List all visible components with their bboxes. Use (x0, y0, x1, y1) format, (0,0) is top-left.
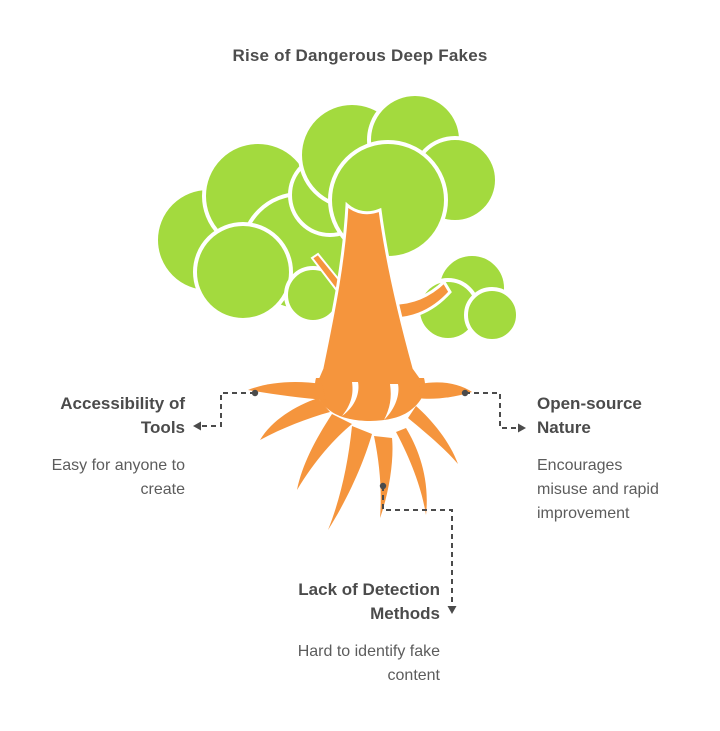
factor-open-source-nature: Open-source Nature Encourages misuse and… (537, 392, 671, 526)
connector-left-line (200, 392, 255, 427)
tree-root (248, 382, 326, 400)
factor-heading: Accessibility of Tools (60, 394, 185, 437)
connector-lines (200, 392, 518, 606)
factor-description: Encourages misuse and rapid improvement (537, 457, 659, 522)
connector-bottom-line (382, 486, 453, 606)
connector-right-dot (461, 389, 469, 397)
factor-description: Easy for anyone to create (51, 457, 185, 498)
connector-markers (193, 389, 526, 614)
factor-heading: Lack of Detection Methods (298, 580, 440, 623)
factor-heading: Open-source Nature (537, 394, 642, 437)
tree-root (328, 426, 372, 530)
connector-right-line (465, 392, 518, 429)
factor-description: Hard to identify fake content (297, 643, 440, 684)
connector-left-dot (251, 389, 259, 397)
factor-lack-of-detection-methods: Lack of Detection Methods Hard to identi… (280, 578, 440, 688)
tree-root (297, 414, 352, 490)
factor-accessibility-of-tools: Accessibility of Tools Easy for anyone t… (20, 392, 185, 502)
root-crown-gaps (342, 382, 399, 420)
tree-trunk (313, 201, 427, 384)
tree-root (396, 428, 427, 515)
tree-root-crown (314, 378, 426, 421)
tree-root (408, 406, 458, 464)
tree-root (418, 382, 472, 399)
page-title: Rise of Dangerous Deep Fakes (232, 46, 488, 65)
tree-root (260, 398, 330, 440)
connector-bottom-dot (379, 482, 387, 490)
tree-trunk-roots (248, 201, 472, 530)
connector-bottom-arrow (447, 606, 457, 614)
connector-right-arrow (518, 423, 526, 433)
tree-root (374, 436, 393, 518)
connector-left-arrow (193, 421, 201, 431)
